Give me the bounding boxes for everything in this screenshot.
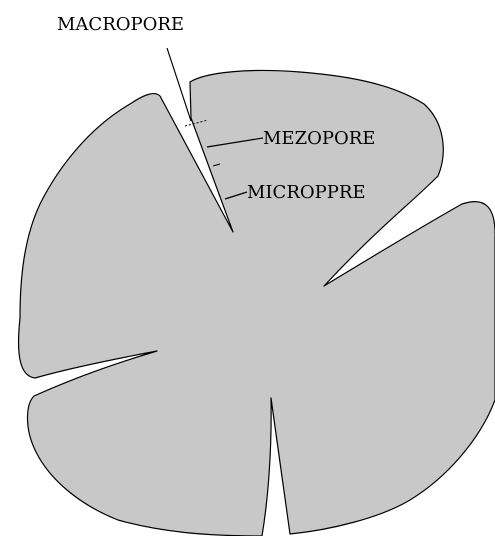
macropore-label: MACROPORE	[57, 14, 184, 35]
microppre-label: MICROPPRE	[247, 182, 366, 203]
macropore-leader-line	[167, 48, 191, 121]
mezopore-label: MEZOPORE	[263, 128, 375, 149]
particle-body	[19, 70, 495, 536]
